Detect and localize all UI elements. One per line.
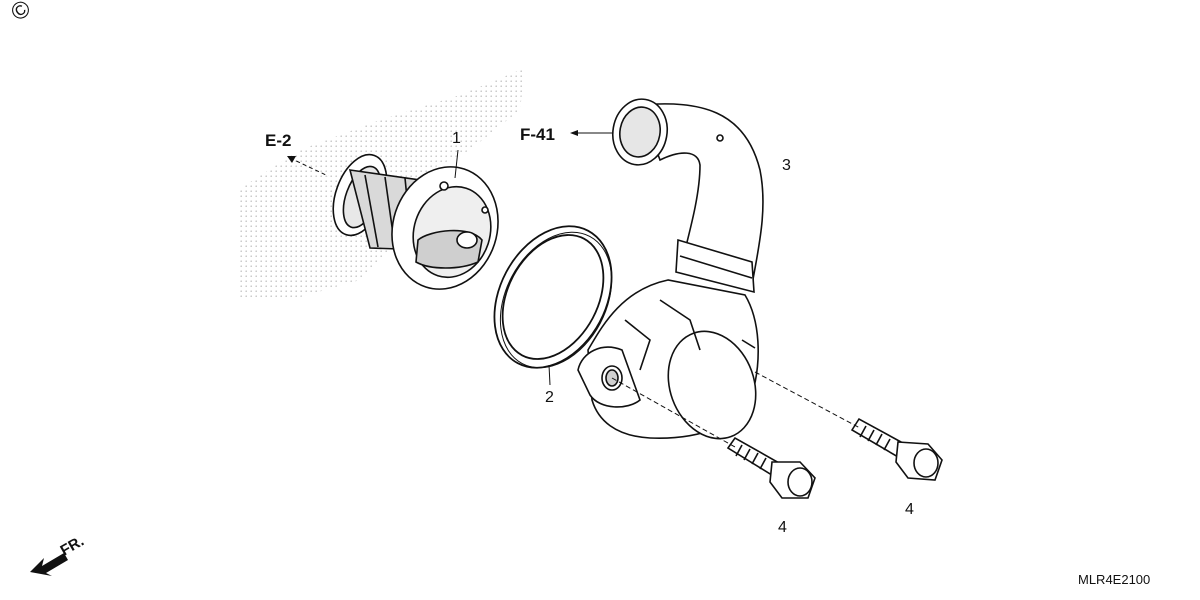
- water-pipe: [577, 98, 764, 440]
- e2-leader: [289, 157, 329, 177]
- seal-ring: [493, 225, 613, 369]
- f41-ref-label: F-41: [520, 125, 555, 144]
- bolt-left: [726, 436, 816, 499]
- front-arrow-icon: [30, 553, 68, 576]
- callout-3: 3: [782, 157, 791, 174]
- e2-ref-label: E-2: [265, 131, 291, 150]
- leader-1: [454, 149, 459, 179]
- copyright-mark: ©: [6, 0, 36, 27]
- callout-1: 1: [452, 130, 461, 147]
- callout-2: 2: [545, 389, 554, 406]
- diagram-code: MLR4E2100: [1078, 572, 1150, 587]
- leader-lines: [287, 130, 861, 448]
- front-direction-indicator: FR.: [30, 533, 87, 576]
- copyright-watermark: ©: [6, 0, 36, 27]
- thermostat: [332, 153, 499, 290]
- leader-2: [548, 364, 551, 386]
- callout-4-left: 4: [778, 519, 787, 536]
- callout-4-right: 4: [905, 501, 914, 518]
- bolt-right-axis: [754, 371, 861, 429]
- bolt-right: [850, 417, 943, 481]
